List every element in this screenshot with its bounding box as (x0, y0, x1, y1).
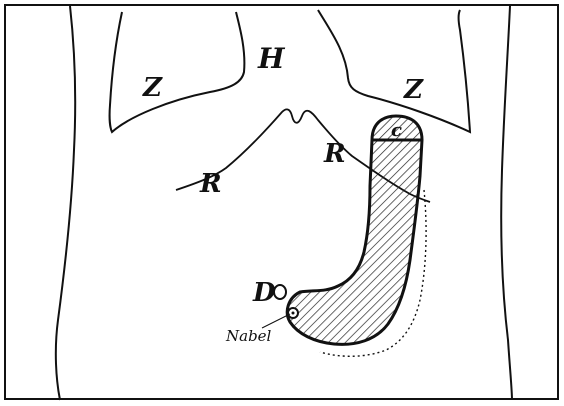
label-d: D (252, 278, 276, 308)
label-c: c (391, 120, 402, 141)
duodenum-circle (274, 285, 286, 299)
navel-pointer-line (262, 314, 290, 328)
stomach-shape (287, 116, 422, 344)
left-body-outline (56, 6, 75, 400)
right-body-outline (501, 6, 512, 400)
right-costal-outline (318, 10, 470, 132)
label-z-left: Z (142, 73, 163, 103)
label-z-right: Z (403, 75, 424, 105)
label-r-left: R (199, 169, 222, 199)
label-r-right: R (323, 139, 346, 169)
navel-dot (292, 312, 295, 315)
label-h: H (257, 42, 286, 75)
label-nabel: Nabel (225, 327, 272, 345)
left-costal-outline (110, 12, 245, 132)
